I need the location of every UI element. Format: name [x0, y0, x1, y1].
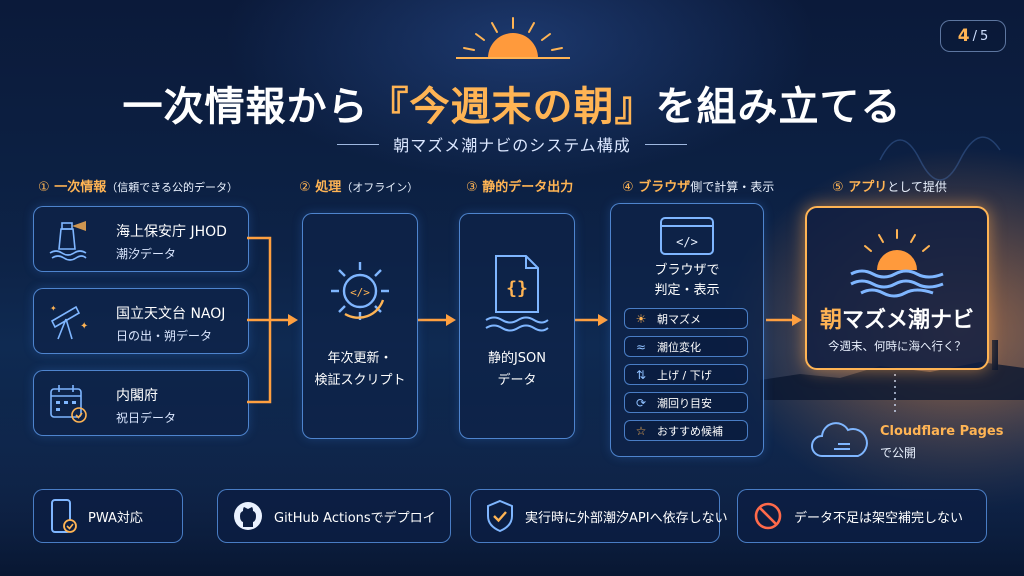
- browser-window-icon: </>: [660, 217, 714, 255]
- feature-pill-github: GitHub Actionsでデプロイ: [217, 489, 451, 543]
- feature-rising-falling: ⇅上げ / 下げ: [624, 364, 748, 385]
- prohibited-icon: [754, 502, 782, 530]
- svg-text:{}: {}: [506, 278, 528, 299]
- subtitle-row: 朝マズメ潮ナビのシステム構成: [312, 132, 712, 156]
- source-desc: 祝日データ: [116, 411, 177, 425]
- column-header-4: ④ ブラウザ側で計算・表示: [622, 180, 775, 195]
- shield-check-icon: [487, 499, 513, 533]
- feature-asamazume: ☀朝マズメ: [624, 308, 748, 329]
- source-name: 内閣府: [116, 388, 158, 404]
- svg-text:✦: ✦: [50, 304, 57, 313]
- sunrise-icon: [456, 17, 570, 59]
- hosting-sub: で公開: [880, 446, 917, 460]
- column-header-3: ③ 静的データ出力: [466, 180, 574, 195]
- process-label-1: 年次更新・: [327, 351, 393, 366]
- column-header-1: ① 一次情報（信頼できる公的データ）: [38, 180, 238, 195]
- source-cabinet-office: 内閣府 祝日データ: [33, 370, 249, 436]
- github-icon: [234, 502, 262, 530]
- browser-label-1: ブラウザで: [654, 263, 720, 278]
- pill-label: 実行時に外部潮汐APIへ依存しない: [525, 510, 728, 526]
- subtitle-rule-right: [644, 143, 687, 145]
- process-label-2: 検証スクリプト: [314, 373, 406, 388]
- feature-pill-no-external-api: 実行時に外部潮汐APIへ依存しない: [470, 489, 728, 543]
- gear-code-icon: </>: [331, 262, 389, 320]
- source-name: 海上保安庁 JHOD: [116, 224, 227, 240]
- pill-label: PWA対応: [88, 510, 143, 526]
- page-title: 一次情報から『今週末の朝』を組み立てる: [0, 74, 1024, 132]
- page-current: 4: [957, 26, 970, 46]
- page-separator: /: [972, 28, 977, 44]
- app-logo-icon: [850, 229, 944, 298]
- sunrise-small-icon: ☀: [635, 311, 647, 326]
- page-total: 5: [979, 28, 989, 44]
- hosting-title: Cloudflare Pages: [880, 424, 1004, 439]
- static-json-box: {} 静的JSON データ: [459, 213, 575, 439]
- page-indicator: 4 / 5: [940, 20, 1006, 52]
- browser-box: </> ブラウザで 判定・表示 ☀朝マズメ ≈潮位変化 ⇅上げ / 下げ ⟳潮回…: [610, 203, 764, 457]
- subtitle: 朝マズメ潮ナビのシステム構成: [393, 136, 631, 155]
- svg-text:</>: </>: [676, 235, 698, 249]
- cycle-icon: ⟳: [635, 395, 647, 410]
- source-name: 国立天文台 NAOJ: [116, 306, 226, 322]
- calendar-icon: [50, 385, 87, 423]
- feature-tide-cycle: ⟳潮回り目安: [624, 392, 748, 413]
- app-name: 朝マズメ潮ナビ: [819, 308, 975, 333]
- json-file-icon: {}: [485, 255, 549, 332]
- source-jhod: 海上保安庁 JHOD 潮汐データ: [33, 206, 249, 272]
- feature-tide-change: ≈潮位変化: [624, 336, 748, 357]
- source-desc: 日の出・朔データ: [116, 329, 213, 343]
- feature-pill-no-fabrication: データ不足は架空補完しない: [737, 489, 987, 543]
- title-post: を組み立てる: [655, 84, 902, 130]
- pill-label: データ不足は架空補完しない: [794, 510, 964, 526]
- svg-text:✦: ✦: [80, 321, 88, 332]
- title-pre: 一次情報から: [122, 84, 369, 130]
- column-header-2: ② 処理（オフライン）: [299, 180, 419, 195]
- app-tagline: 今週末、何時に海へ行く？: [828, 339, 966, 353]
- process-box: </> 年次更新・ 検証スクリプト: [302, 213, 418, 439]
- title-highlight: 『今週末の朝』: [368, 84, 656, 130]
- json-label-1: 静的JSON: [487, 351, 547, 366]
- telescope-icon: ✦ ✦: [50, 304, 88, 340]
- source-naoj: ✦ ✦ 国立天文台 NAOJ 日の出・朔データ: [33, 288, 249, 354]
- subtitle-rule-left: [337, 143, 380, 145]
- json-label-2: データ: [497, 373, 537, 388]
- phone-icon: [51, 499, 77, 533]
- source-desc: 潮汐データ: [116, 247, 177, 261]
- feature-pill-pwa: PWA対応: [33, 489, 183, 543]
- star-icon: ☆: [635, 423, 647, 438]
- browser-label-2: 判定・表示: [654, 283, 720, 298]
- pill-label: GitHub Actionsでデプロイ: [274, 510, 436, 526]
- app-card: 朝マズメ潮ナビ 今週末、何時に海へ行く？: [805, 206, 989, 370]
- wave-icon: ≈: [635, 339, 647, 354]
- feature-recommendation: ☆おすすめ候補: [624, 420, 748, 441]
- svg-text:</>: </>: [350, 286, 370, 299]
- lighthouse-icon: [49, 221, 87, 261]
- hosting-info: Cloudflare Pages で公開: [808, 418, 1008, 466]
- up-down-arrows-icon: ⇅: [635, 367, 647, 382]
- column-header-5: ⑤ アプリとして提供: [832, 180, 947, 195]
- cloud-icon: [811, 422, 868, 457]
